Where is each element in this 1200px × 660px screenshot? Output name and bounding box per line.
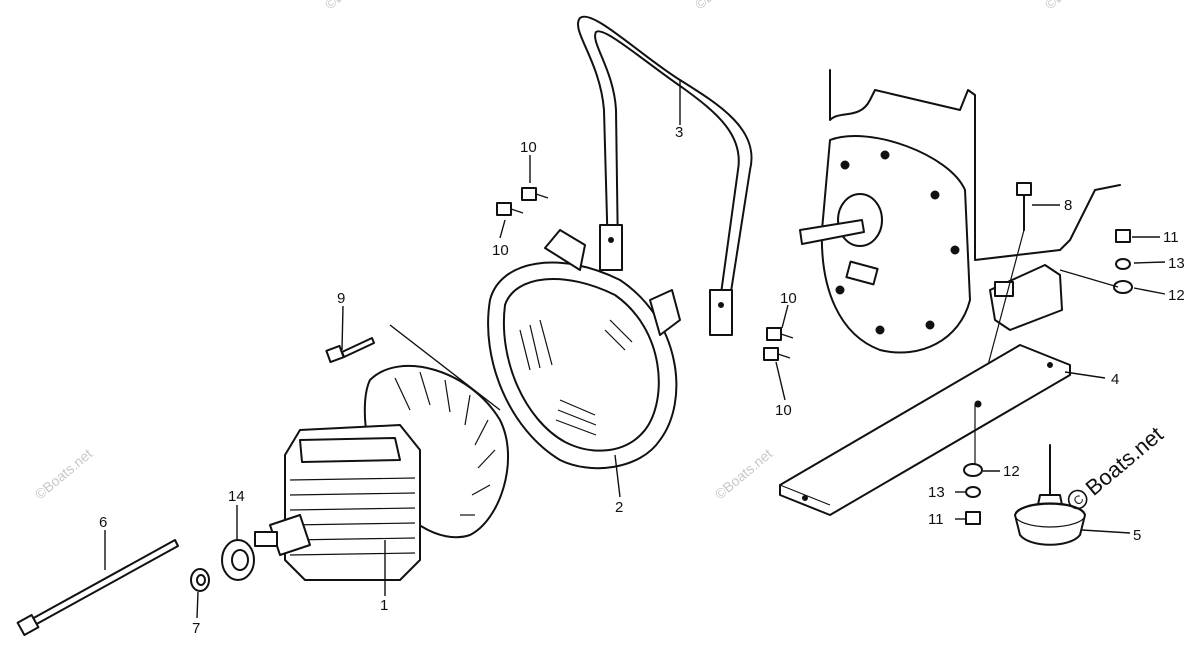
part-2-housing — [487, 229, 681, 470]
callout-10: 10 — [775, 402, 792, 419]
part-1-rotor-stator — [254, 365, 509, 581]
brand-watermark-text: Boats.net — [1081, 422, 1168, 501]
callout-13: 13 — [1168, 255, 1185, 272]
callout-3: 3 — [675, 124, 683, 141]
callout-8: 8 — [1064, 197, 1072, 214]
callout-11: 11 — [1163, 229, 1179, 246]
part-6-through-bolt — [16, 539, 179, 637]
part-9-bolt — [325, 337, 375, 364]
watermark-text: ©Boats.net — [712, 445, 776, 502]
callout-13: 13 — [928, 484, 945, 501]
callout-2: 2 — [615, 499, 623, 516]
part-3-handle — [577, 15, 753, 336]
copyright-icon — [1067, 489, 1088, 510]
callout-4: 4 — [1111, 371, 1119, 388]
part-7-washer — [190, 568, 210, 592]
watermark-text: ©Boats.net — [32, 445, 96, 502]
callout-7: 7 — [192, 620, 200, 637]
callout-6: 6 — [99, 514, 107, 531]
callout-11: 11 — [928, 511, 944, 528]
callout-14: 14 — [228, 488, 245, 505]
callout-10: 10 — [780, 290, 797, 307]
part-5-rubber-mount — [1014, 444, 1086, 546]
callout-10: 10 — [492, 242, 509, 259]
part-10-small-bolts — [496, 187, 794, 361]
callout-12: 12 — [1003, 463, 1020, 480]
callout-10: 10 — [520, 139, 537, 156]
callout-labels: 1 2 3 4 5 6 7 8 9 10 10 10 10 11 11 12 1… — [99, 124, 1185, 637]
callout-1: 1 — [380, 597, 388, 614]
part-stack-upper — [1059, 229, 1133, 294]
callout-12: 12 — [1168, 287, 1185, 304]
callout-5: 5 — [1133, 527, 1141, 544]
engine-block — [799, 69, 1121, 354]
part-14-bearing — [221, 539, 255, 581]
callout-9: 9 — [337, 290, 345, 307]
watermark-text: ©Boats.net — [1042, 0, 1106, 12]
part-stack-lower — [963, 463, 983, 525]
watermark-text: ©Boats.net — [322, 0, 386, 12]
brand-watermark: C Boats.net — [1067, 422, 1168, 510]
leader-lines — [104, 80, 1166, 619]
watermark-text: ©Boats.net — [692, 0, 756, 12]
engine-mount-bracket — [989, 264, 1063, 331]
part-4-base-bar — [779, 344, 1071, 516]
